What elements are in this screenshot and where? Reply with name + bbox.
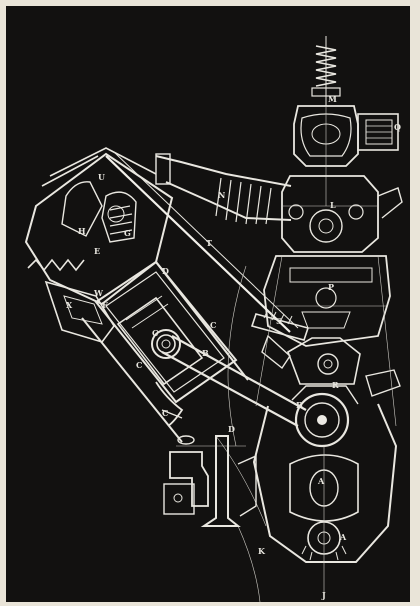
crankcase (263, 255, 391, 347)
label-c1: C (152, 328, 158, 338)
label-e: E (94, 246, 100, 256)
cam-followers-r (261, 334, 401, 397)
label-c3: C (136, 360, 142, 370)
label-a1: A (317, 476, 325, 486)
label-b2: B (296, 400, 303, 410)
label-f: F (102, 300, 108, 310)
central-block (281, 175, 403, 253)
label-d: D (162, 266, 169, 276)
label-c2: C (210, 320, 216, 330)
label-a2: A (339, 532, 347, 542)
label-h: H (78, 226, 86, 236)
label-t: T (206, 238, 212, 248)
engine-cross-section-diagram: M Q N L P U H E T G W F D X S C C C C B … (24, 36, 403, 602)
pushrod (105, 151, 299, 333)
piston (116, 295, 204, 386)
valve-spring (311, 36, 341, 106)
cylinder-skirt (155, 381, 184, 427)
construction-lines (176, 255, 397, 602)
cylinder (81, 260, 249, 443)
label-c4: C (162, 408, 168, 418)
label-d2: D (228, 424, 235, 434)
crankshaft (291, 385, 359, 448)
pump-unit-q (357, 113, 399, 151)
connecting-rod (151, 329, 307, 427)
label-l: L (330, 200, 336, 210)
label-w: W (93, 288, 104, 298)
label-x: X (66, 300, 73, 310)
label-k: K (258, 546, 266, 556)
label-u: U (98, 172, 105, 182)
label-g: G (124, 228, 131, 238)
label-m: M (328, 94, 337, 104)
label-p: P (328, 282, 334, 292)
label-b1: B (202, 348, 209, 358)
label-j: J (321, 590, 326, 600)
intake-pipe (155, 153, 292, 225)
cam-housing (293, 105, 359, 206)
cylinder-head (24, 147, 174, 306)
engine-drawing-plate: M Q N L P U H E T G W F D X S C C C C B … (6, 6, 410, 602)
lower-casing (252, 403, 398, 596)
oil-filter-fitting (163, 435, 209, 515)
label-q: Q (394, 122, 401, 132)
intake-port-w (44, 280, 115, 343)
rocker-spring (27, 258, 85, 272)
label-r: R (332, 380, 339, 390)
support-bracket-d (200, 435, 257, 527)
label-n: N (218, 190, 225, 200)
label-s: S (276, 316, 282, 326)
rocker-lever-s (250, 309, 310, 341)
